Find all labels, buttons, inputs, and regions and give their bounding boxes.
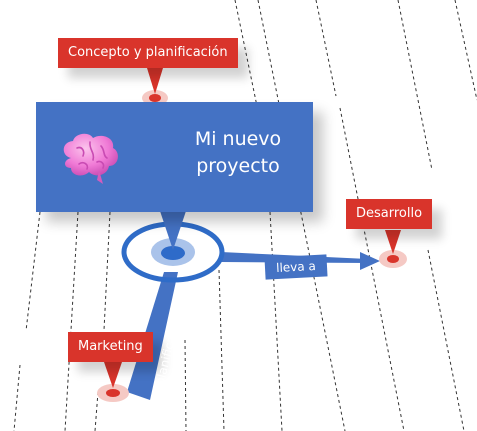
edge-label-leads-to: lleva a — [264, 254, 328, 280]
perspective-line — [339, 107, 405, 431]
node-marketing[interactable]: Marketing — [68, 332, 153, 362]
perspective-line — [234, 0, 259, 112]
concept-anchor[interactable] — [149, 94, 161, 102]
development-pointer — [385, 230, 401, 254]
node-development[interactable]: Desarrollo — [346, 199, 433, 229]
concept-pointer — [147, 68, 163, 94]
perspective-line — [427, 249, 465, 431]
perspective-line — [315, 0, 337, 97]
marketing-anchor[interactable] — [106, 389, 120, 397]
development-anchor[interactable] — [387, 255, 399, 263]
main-node-title: Mi nuevo proyecto — [194, 128, 282, 177]
perspective-line — [269, 211, 283, 431]
perspective-line — [184, 339, 187, 431]
node-concept[interactable]: Concepto y planificación — [58, 38, 238, 68]
main-node-pointer — [160, 211, 186, 250]
main-node[interactable]: Mi nuevo proyecto — [36, 102, 313, 212]
perspective-line — [13, 364, 21, 431]
perspective-line — [454, 0, 477, 101]
perspective-line — [218, 269, 225, 431]
brain-icon — [63, 133, 118, 184]
perspective-line — [94, 391, 99, 431]
perspective-line — [397, 0, 433, 171]
perspective-line — [25, 211, 41, 332]
perspective-line — [257, 0, 346, 431]
perspective-line — [64, 211, 79, 431]
center-anchor[interactable] — [161, 246, 185, 260]
marketing-pointer — [104, 362, 122, 388]
arrowhead — [360, 252, 380, 270]
perspective-line — [103, 211, 111, 331]
